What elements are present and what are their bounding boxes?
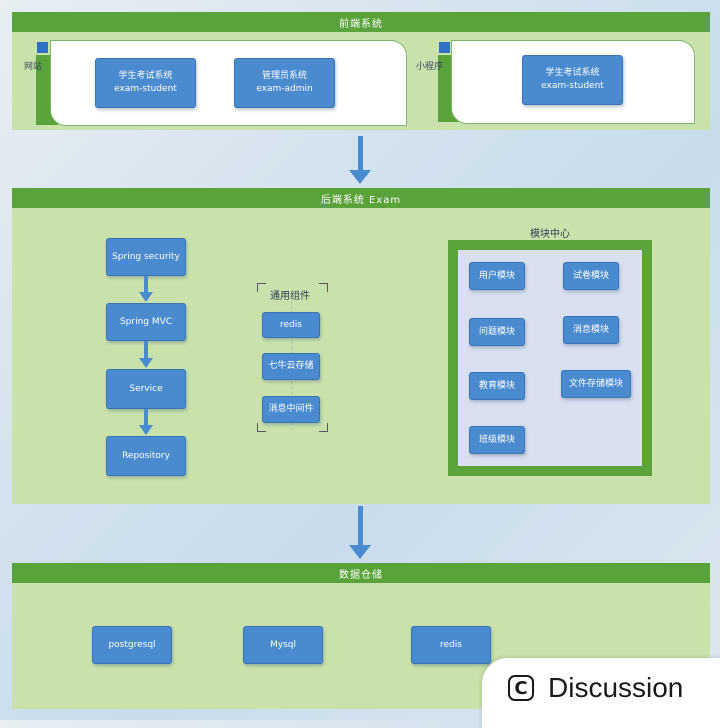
front-to-back-arrow-shaft bbox=[358, 136, 363, 172]
common-qiniu: 七牛云存储 bbox=[262, 353, 320, 380]
stack-arrow-2 bbox=[144, 341, 148, 359]
storage-mysql: Mysql bbox=[243, 626, 323, 664]
stack-repository-label: Repository bbox=[122, 450, 170, 461]
stack-spring-mvc-label: Spring MVC bbox=[119, 316, 173, 327]
stack-service: Service bbox=[106, 369, 186, 409]
admin-system-title: 管理员系统 bbox=[261, 71, 307, 81]
backend-header: 后端系统 Exam bbox=[12, 188, 710, 208]
module-class-label: 班级模块 bbox=[478, 434, 515, 445]
backend-title: 后端系统 Exam bbox=[320, 194, 402, 206]
storage-postgresql: postgresql bbox=[92, 626, 172, 664]
stack-arrow-3 bbox=[144, 409, 148, 426]
module-file-storage-label: 文件存储模块 bbox=[568, 378, 623, 389]
admin-system-sub: exam-admin bbox=[256, 84, 313, 94]
module-question-label: 问题模块 bbox=[478, 326, 515, 337]
module-class: 班级模块 bbox=[469, 426, 525, 454]
mini-student-system-sub: exam-student bbox=[541, 81, 604, 91]
storage-postgresql-label: postgresql bbox=[108, 639, 156, 650]
frontend-title: 前端系统 bbox=[339, 18, 383, 30]
student-system-title: 学生考试系统 bbox=[118, 71, 173, 81]
common-corner-br bbox=[319, 423, 328, 432]
common-qiniu-label: 七牛云存储 bbox=[268, 361, 314, 371]
back-to-storage-arrow-head bbox=[349, 545, 371, 559]
common-mq: 消息中间件 bbox=[262, 396, 320, 423]
common-redis: redis bbox=[262, 312, 320, 338]
website-label: 网站 bbox=[24, 62, 43, 72]
module-title: 模块中心 bbox=[530, 229, 570, 240]
stack-arrow-1-head bbox=[139, 292, 153, 302]
stack-arrow-2-head bbox=[139, 358, 153, 368]
admin-system-box: 管理员系统 exam-admin bbox=[234, 58, 335, 108]
frontend-header: 前端系统 bbox=[12, 12, 710, 32]
common-corner-bl bbox=[257, 423, 266, 432]
student-system-box: 学生考试系统 exam-student bbox=[95, 58, 196, 108]
mini-student-system-title: 学生考试系统 bbox=[545, 68, 600, 78]
front-to-back-arrow-head bbox=[349, 170, 371, 184]
storage-header: 数据仓储 bbox=[12, 563, 710, 583]
storage-title: 数据仓储 bbox=[339, 569, 383, 581]
student-system-sub: exam-student bbox=[114, 84, 177, 94]
stack-spring-security: Spring security bbox=[106, 238, 186, 276]
website-marker bbox=[37, 42, 48, 53]
miniapp-label: 小程序 bbox=[416, 62, 444, 72]
module-message: 消息模块 bbox=[563, 316, 619, 344]
storage-mysql-label: Mysql bbox=[270, 639, 296, 650]
module-education: 教育模块 bbox=[469, 372, 525, 400]
discussion-badge[interactable]: C Discussion bbox=[482, 658, 720, 728]
module-question: 问题模块 bbox=[469, 318, 525, 346]
stack-spring-security-label: Spring security bbox=[112, 251, 180, 262]
stack-service-label: Service bbox=[129, 383, 163, 394]
common-title: 通用组件 bbox=[270, 291, 310, 302]
common-corner-tr bbox=[319, 283, 328, 292]
stack-spring-mvc: Spring MVC bbox=[106, 303, 186, 341]
mini-student-system-box: 学生考试系统 exam-student bbox=[522, 55, 623, 105]
module-user-label: 用户模块 bbox=[478, 270, 515, 281]
discussion-label: Discussion bbox=[548, 672, 684, 703]
stack-arrow-3-head bbox=[139, 425, 153, 435]
stack-repository: Repository bbox=[106, 436, 186, 476]
stack-arrow-1 bbox=[144, 276, 148, 293]
module-file-storage: 文件存储模块 bbox=[561, 370, 631, 398]
module-paper: 试卷模块 bbox=[563, 262, 619, 290]
c-icon: C bbox=[508, 675, 534, 701]
back-to-storage-arrow-shaft bbox=[358, 506, 363, 546]
storage-redis: redis bbox=[411, 626, 491, 664]
common-mq-label: 消息中间件 bbox=[268, 404, 314, 414]
module-user: 用户模块 bbox=[469, 262, 525, 290]
module-education-label: 教育模块 bbox=[478, 380, 515, 391]
module-message-label: 消息模块 bbox=[572, 324, 609, 335]
storage-redis-label: redis bbox=[440, 639, 462, 650]
module-paper-label: 试卷模块 bbox=[572, 270, 609, 281]
common-corner-tl bbox=[257, 283, 266, 292]
miniapp-marker bbox=[439, 42, 450, 53]
common-redis-label: redis bbox=[280, 319, 302, 330]
